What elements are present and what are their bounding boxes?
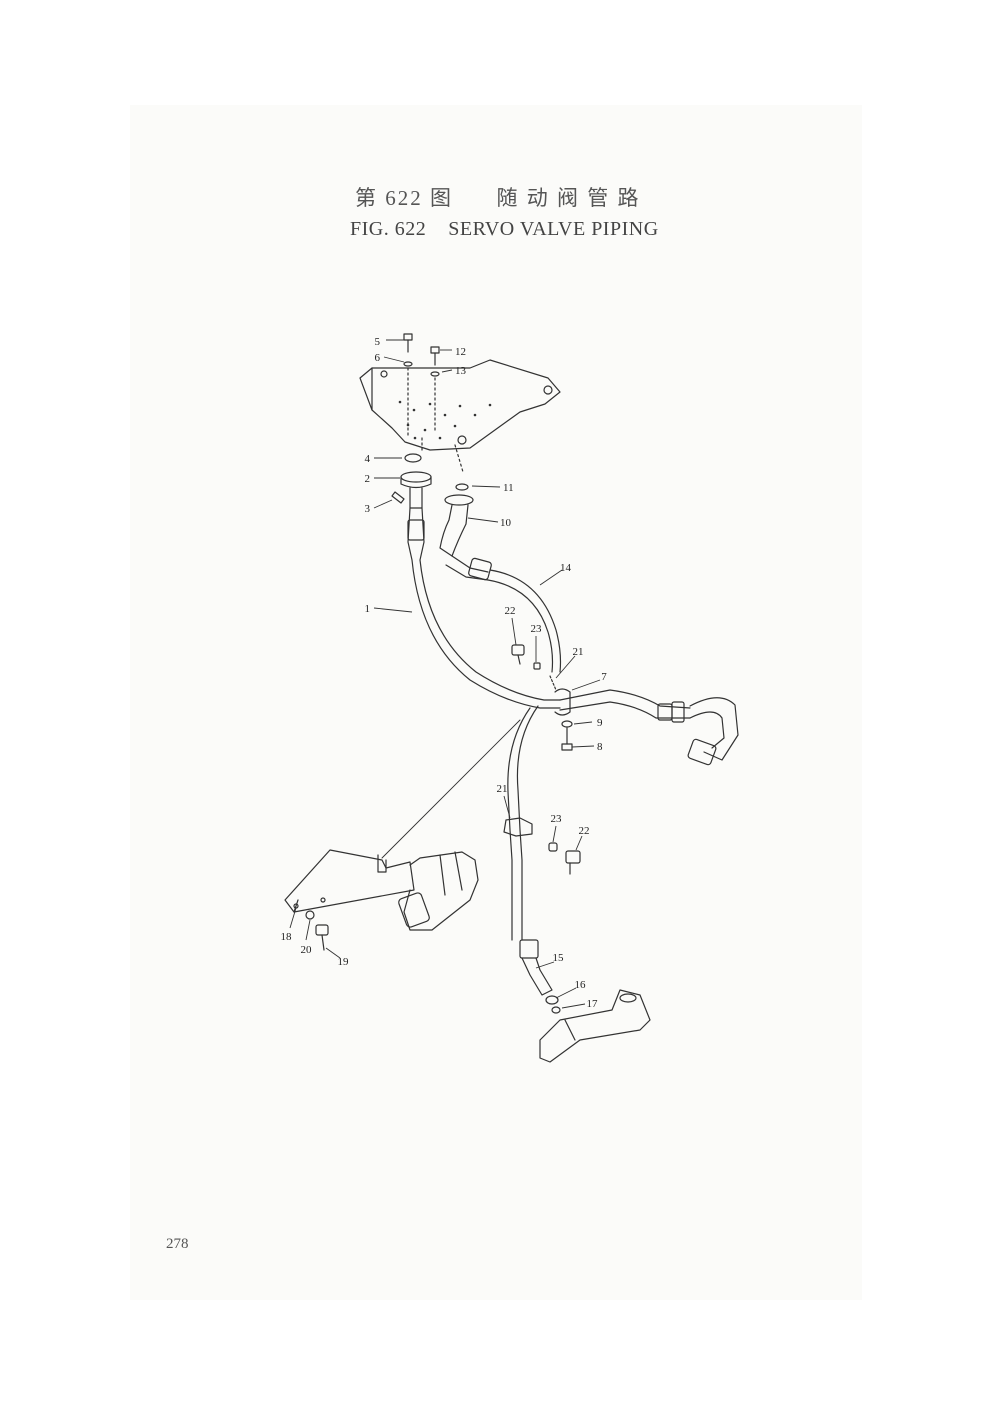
callout-label: 1 — [365, 603, 371, 615]
callout-label: 14 — [560, 562, 572, 574]
callout-label: 13 — [455, 365, 467, 377]
callout-label: 21 — [573, 646, 584, 658]
callout-label: 18 — [281, 931, 293, 943]
figure-number-cn: 第 622 图 — [355, 186, 453, 210]
callout-label: 16 — [575, 979, 587, 991]
callout-label: 9 — [597, 717, 603, 729]
callout-label: 23 — [551, 813, 563, 825]
callout-label: 20 — [301, 944, 313, 956]
callout-label: 12 — [455, 346, 466, 358]
valve-block — [359, 359, 561, 451]
callout-label: 2 — [365, 473, 371, 485]
callout-label: 22 — [505, 605, 516, 617]
callout-label: 8 — [597, 741, 603, 753]
callout-label: 17 — [587, 998, 599, 1010]
callout-label: 5 — [375, 336, 381, 348]
figure-caption-cn: 随 动 阀 管 路 — [496, 186, 641, 210]
callout-label: 10 — [500, 517, 512, 529]
callout-label: 22 — [579, 825, 590, 837]
callout-label: 4 — [365, 453, 371, 465]
callout-label: 19 — [338, 956, 350, 968]
page-number: 278 — [166, 1236, 189, 1252]
figure-title-en: FIG. 622 SERVO VALVE PIPING — [350, 218, 659, 241]
callout-label: 11 — [503, 482, 514, 494]
figure-caption-en: SERVO VALVE PIPING — [448, 218, 659, 240]
figure-number-en: FIG. 622 — [350, 218, 427, 240]
callout-label: 6 — [375, 352, 381, 364]
manual-page — [130, 105, 862, 1300]
callout-label: 7 — [601, 671, 607, 683]
callout-label: 15 — [553, 952, 565, 964]
callout-label: 3 — [365, 503, 371, 515]
callout-label: 21 — [497, 783, 508, 795]
figure-title-cn: 第 622 图 随 动 阀 管 路 — [355, 182, 641, 212]
callout-label: 23 — [531, 623, 543, 635]
